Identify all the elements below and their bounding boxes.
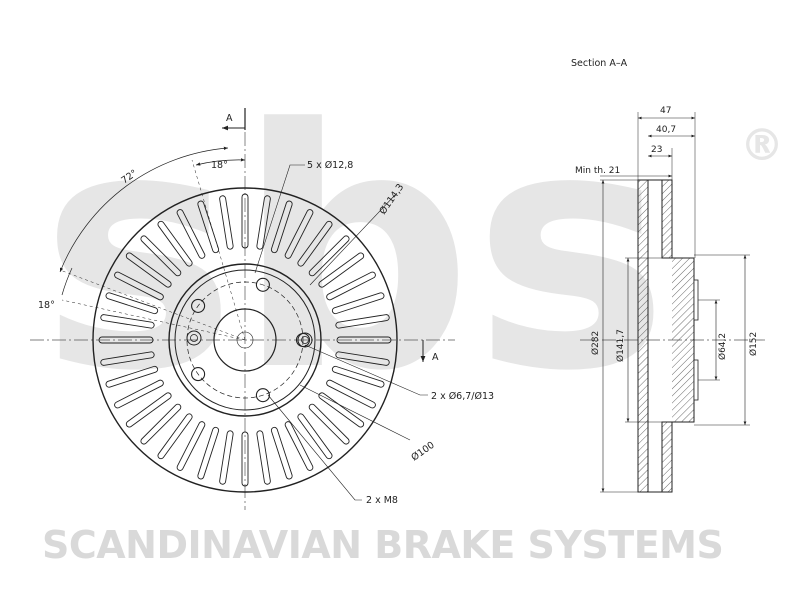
vent-slot (197, 426, 220, 480)
bolt-holes-note: 5 x Ø12,8 (307, 160, 353, 171)
watermark-logo-text: sbs (40, 59, 669, 443)
vent-slot (100, 351, 155, 366)
center-mark (236, 331, 254, 349)
center-bore (213, 308, 277, 372)
vent-slot (176, 421, 206, 471)
front-view (30, 108, 455, 510)
vent-slot (336, 336, 392, 344)
vent-slot (284, 209, 314, 259)
width-hat: 40,7 (656, 125, 676, 135)
vent-slot (105, 292, 159, 315)
hat-inner-edge (174, 269, 316, 411)
angle-ray-2 (61, 299, 246, 341)
disc-hat-edge (168, 263, 322, 417)
section-marker-right: A (432, 352, 439, 363)
disc-outer-edge (92, 187, 398, 493)
bolt-hole (255, 277, 270, 292)
pcd-circle (186, 281, 304, 399)
vent-slot (157, 413, 193, 460)
angle-arc-72 (59, 146, 229, 273)
vent-slot (140, 403, 182, 445)
vent-slot (308, 235, 350, 277)
min-thickness: Min th. 21 (575, 166, 620, 176)
hub-face-diameter: Ø152 (748, 332, 759, 356)
bolt-hole (255, 388, 270, 403)
angle-18-top: 18° (211, 160, 228, 171)
bolt-hole (191, 367, 206, 382)
mount-holes-note: 2 x Ø6,7/Ø13 (431, 391, 494, 402)
vent-slot (98, 336, 154, 344)
angle-18-left: 18° (38, 300, 55, 311)
angle-ray-1 (59, 269, 246, 341)
vent-slot (241, 193, 249, 249)
vent-slot (335, 314, 390, 329)
inner-friction-ring-bottom (661, 421, 673, 493)
section-title: Section A–A (571, 58, 628, 69)
leader-mount-holes (304, 344, 428, 396)
vent-slot (331, 365, 385, 388)
hat-diameter: Ø141,7 (615, 329, 626, 362)
inner-friction-ring-top (661, 179, 673, 259)
vent-slot (270, 426, 293, 480)
section-view-labels: Section A–A 47 40,7 23 Min th. 21 Ø282 Ø… (571, 58, 759, 362)
thread-note: 2 x M8 (366, 495, 398, 506)
vent-slot (114, 379, 164, 409)
mount-hole-right (297, 332, 313, 348)
section-marker-top: A (226, 113, 233, 124)
vent-slot (270, 200, 293, 254)
hat-step-bottom (693, 359, 699, 401)
mount-hole-upper-left (186, 330, 202, 346)
vent-slot (326, 379, 376, 409)
vent-slot (335, 351, 390, 366)
angle-arc-18-left (61, 267, 73, 296)
thickness: 23 (651, 145, 662, 155)
vent-slot (105, 365, 159, 388)
hub-diameter-label: Ø100 (409, 440, 436, 464)
leader-thread (267, 394, 362, 501)
footer-brand-text: SCANDINAVIAN BRAKE SYSTEMS (42, 523, 723, 567)
vent-slot (241, 431, 249, 487)
registered-mark: ® (740, 120, 784, 171)
center-bore-diameter: Ø64,2 (717, 333, 728, 360)
hat-section (672, 257, 695, 423)
angle-arc-18-top (195, 158, 246, 166)
outer-friction-ring (637, 179, 649, 493)
hat-step-top (693, 279, 699, 321)
vent-slot (284, 421, 314, 471)
leader-hub (299, 384, 411, 441)
vent-slot (256, 430, 271, 485)
angle-ray-3 (191, 159, 246, 341)
width-total: 47 (660, 106, 671, 116)
vent-slot (297, 220, 333, 267)
vent-slot (125, 392, 172, 428)
bolt-hole (191, 298, 206, 313)
vent-slot (326, 271, 376, 301)
section-view (580, 112, 765, 493)
leader-pcd (309, 194, 396, 286)
vent-slot (331, 292, 385, 315)
outer-diameter: Ø282 (590, 331, 601, 355)
vent-slot (219, 430, 234, 485)
vent-slot (114, 271, 164, 301)
vent-slot (256, 195, 271, 250)
leader-bolt-holes (254, 164, 305, 274)
vent-slot (318, 392, 365, 428)
vent-slot (100, 314, 155, 329)
